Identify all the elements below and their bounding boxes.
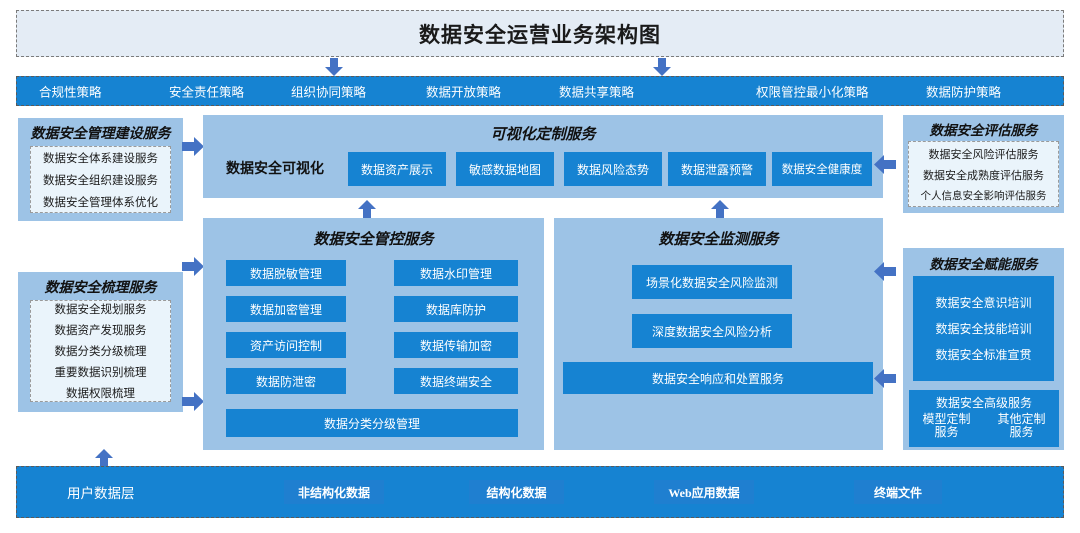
arrow-right-1 — [182, 137, 204, 156]
panel-assessment-service-title: 数据安全评估服务 — [929, 123, 1038, 138]
arrow-down-2 — [652, 58, 672, 76]
data-layer-label: 用户数据层 — [67, 486, 135, 501]
panel-data-sorting-title: 数据安全梳理服务 — [44, 281, 157, 296]
data-layer-chip-0[interactable]: 非结构化数据 — [284, 480, 384, 504]
monitor-chip-0[interactable]: 场景化数据安全风险监测 — [632, 265, 792, 299]
arrow-right-2 — [182, 257, 204, 276]
panel-assessment-service: 数据安全评估服务 数据安全风险评估服务 数据安全成熟度评估服务 个人信息安全影响… — [903, 115, 1064, 213]
panel-monitor-service-title: 数据安全监测服务 — [658, 232, 779, 248]
strategy-item-5[interactable]: 权限管控最小化策略 — [756, 85, 869, 100]
visualization-label: 数据安全可视化 — [226, 162, 324, 177]
panel-visualization-title: 可视化定制服务 — [490, 127, 596, 143]
arrow-left-3 — [874, 369, 896, 388]
arrow-up-bottom — [95, 449, 113, 467]
panel-monitor-service: 数据安全监测服务 — [554, 218, 883, 450]
advanced-services-title: 数据安全高级服务 — [935, 396, 1032, 410]
arrow-left-2 — [874, 262, 896, 281]
control-chip-right-0[interactable]: 数据水印管理 — [394, 260, 518, 286]
strategy-bar: 合规性策略 安全责任策略 组织协同策略 数据开放策略 数据共享策略 权限管控最小… — [16, 76, 1064, 106]
list-item: 数据安全组织建设服务 — [43, 174, 158, 187]
advanced-item-1[interactable]: 其他定制服务 — [997, 412, 1046, 439]
panel-data-sorting: 数据安全梳理服务 数据安全规划服务 数据资产发现服务 数据分类分级梳理 重要数据… — [18, 272, 183, 412]
arrow-left-1 — [874, 155, 896, 174]
panel-enablement-service-title: 数据安全赋能服务 — [929, 257, 1038, 272]
list-item[interactable]: 数据安全技能培训 — [935, 322, 1032, 336]
diagram-title-bar: 数据安全运营业务架构图 — [16, 10, 1064, 57]
panel-data-sorting-items: 数据安全规划服务 数据资产发现服务 数据分类分级梳理 重要数据识别梳理 数据权限… — [30, 300, 171, 402]
strategy-item-4[interactable]: 数据共享策略 — [559, 85, 635, 100]
viz-chip-0[interactable]: 数据资产展示 — [348, 152, 446, 186]
data-layer-chip-3[interactable]: 终端文件 — [854, 480, 942, 504]
strategy-item-2[interactable]: 组织协同策略 — [291, 85, 367, 100]
list-item: 数据安全风险评估服务 — [928, 148, 1039, 161]
control-chip-left-0[interactable]: 数据脱敏管理 — [226, 260, 346, 286]
control-chip-left-3[interactable]: 数据防泄密 — [226, 368, 346, 394]
enablement-items-box: 数据安全意识培训 数据安全技能培训 数据安全标准宣贯 — [913, 276, 1054, 381]
data-layer-chip-1[interactable]: 结构化数据 — [469, 480, 564, 504]
panel-management-construction-title: 数据安全管理建设服务 — [30, 127, 171, 142]
list-item: 个人信息安全影响评估服务 — [920, 189, 1047, 202]
control-chip-left-1[interactable]: 数据加密管理 — [226, 296, 346, 322]
viz-chip-4[interactable]: 数据安全健康度 — [772, 152, 872, 186]
list-item[interactable]: 数据安全意识培训 — [935, 296, 1032, 310]
list-item[interactable]: 数据安全标准宣贯 — [935, 348, 1032, 362]
list-item: 数据安全规划服务 — [54, 304, 147, 316]
data-layer-chip-2[interactable]: Web应用数据 — [654, 480, 754, 504]
page-title: 数据安全运营业务架构图 — [419, 22, 661, 47]
arrow-up-2 — [711, 200, 729, 218]
monitor-chip-1[interactable]: 深度数据安全风险分析 — [632, 314, 792, 348]
strategy-item-0[interactable]: 合规性策略 — [39, 85, 102, 100]
list-item: 数据安全成熟度评估服务 — [923, 169, 1044, 182]
control-chip-right-1[interactable]: 数据库防护 — [394, 296, 518, 322]
list-item: 重要数据识别梳理 — [54, 367, 147, 379]
viz-chip-2[interactable]: 数据风险态势 — [564, 152, 662, 186]
advanced-item-0[interactable]: 模型定制服务 — [922, 412, 971, 439]
panel-assessment-service-items: 数据安全风险评估服务 数据安全成熟度评估服务 个人信息安全影响评估服务 — [908, 141, 1059, 207]
panel-management-construction-items: 数据安全体系建设服务 数据安全组织建设服务 数据安全管理体系优化 — [30, 146, 171, 213]
strategy-item-3[interactable]: 数据开放策略 — [426, 85, 502, 100]
advanced-services-box: 数据安全高级服务 模型定制服务 其他定制服务 — [909, 390, 1059, 447]
control-chip-right-2[interactable]: 数据传输加密 — [394, 332, 518, 358]
list-item: 数据安全体系建设服务 — [43, 152, 158, 165]
panel-management-construction: 数据安全管理建设服务 数据安全体系建设服务 数据安全组织建设服务 数据安全管理体… — [18, 118, 183, 221]
arrow-right-3 — [182, 392, 204, 411]
data-layer-bar: 用户数据层 非结构化数据 结构化数据 Web应用数据 终端文件 — [16, 466, 1064, 518]
panel-control-service-title: 数据安全管控服务 — [313, 232, 434, 248]
arrow-up-1 — [358, 200, 376, 218]
panel-enablement-service: 数据安全赋能服务 数据安全意识培训 数据安全技能培训 数据安全标准宣贯 数据安全… — [903, 248, 1064, 450]
arrow-down-1 — [324, 58, 344, 76]
viz-chip-3[interactable]: 数据泄露预警 — [668, 152, 766, 186]
list-item: 数据分类分级梳理 — [54, 346, 147, 358]
list-item: 数据资产发现服务 — [54, 325, 147, 337]
control-chip-full[interactable]: 数据分类分级管理 — [226, 409, 518, 437]
strategy-item-6[interactable]: 数据防护策略 — [926, 85, 1002, 100]
viz-chip-1[interactable]: 敏感数据地图 — [456, 152, 554, 186]
monitor-chip-2[interactable]: 数据安全响应和处置服务 — [563, 362, 873, 394]
strategy-item-1[interactable]: 安全责任策略 — [169, 85, 245, 100]
list-item: 数据权限梳理 — [66, 388, 135, 400]
list-item: 数据安全管理体系优化 — [43, 196, 158, 209]
control-chip-left-2[interactable]: 资产访问控制 — [226, 332, 346, 358]
control-chip-right-3[interactable]: 数据终端安全 — [394, 368, 518, 394]
